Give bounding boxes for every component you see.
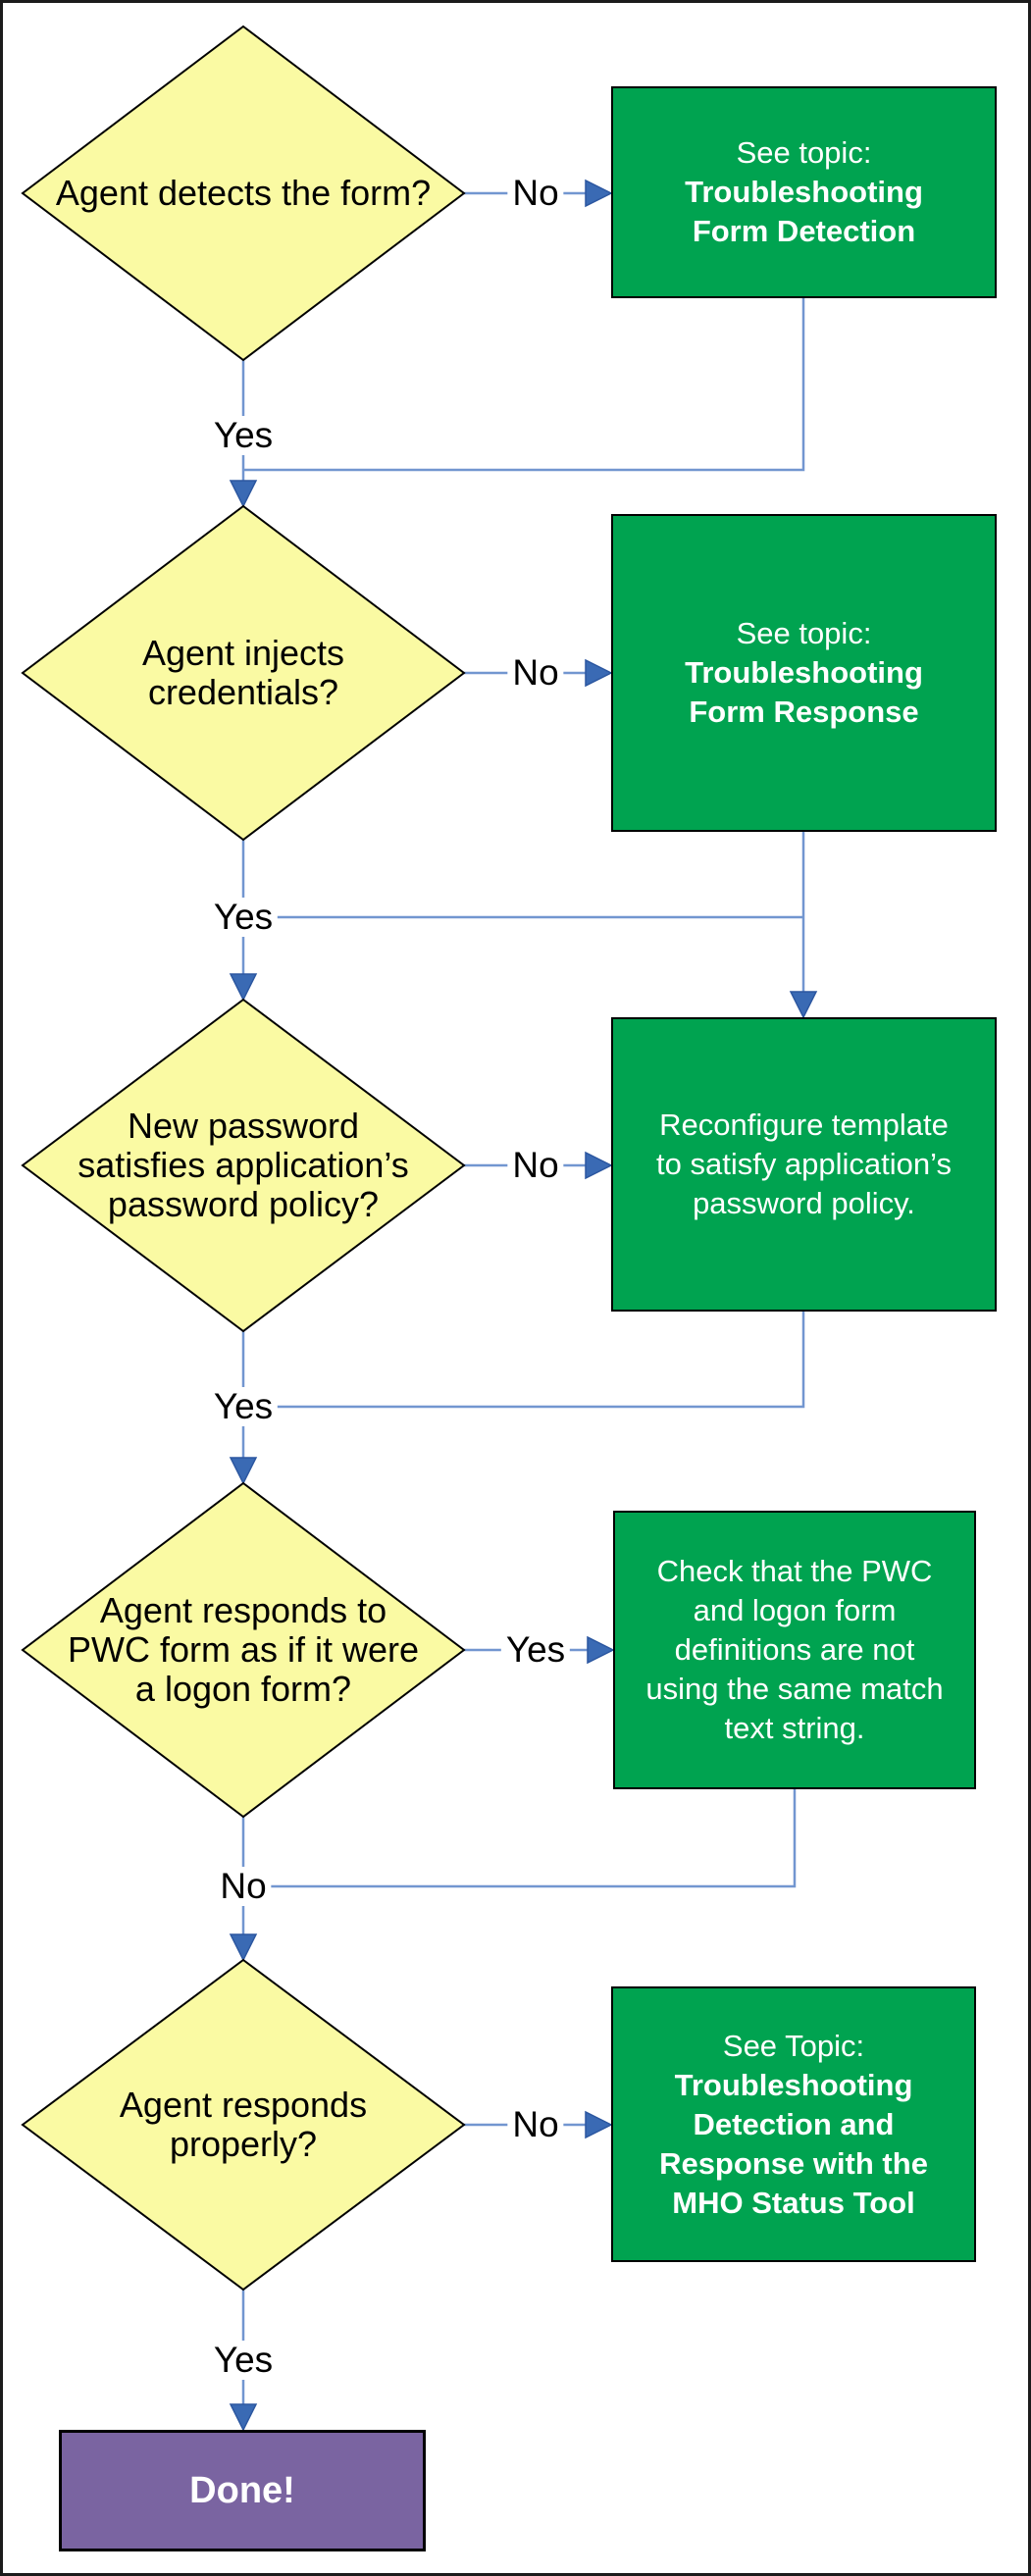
arrowhead-into-g3-top-icon <box>789 991 818 1019</box>
connector-g1-return-line <box>243 298 805 472</box>
decision-3-line: satisfies application’s <box>77 1145 409 1185</box>
decision-5-line: Agent responds <box>119 2085 368 2125</box>
decision-3-line: password policy? <box>107 1184 380 1224</box>
decision-1-text: Agent detects the form? <box>23 26 464 360</box>
decision-5-diamond <box>21 1958 466 2292</box>
action-intro-line: See topic: <box>736 135 872 170</box>
edge-label-d3-no: No <box>507 1146 564 1185</box>
action-topic-line: Detection and <box>693 2106 895 2141</box>
terminal-label: Done! <box>189 2469 295 2511</box>
action-topic-line: MHO Status Tool <box>672 2185 915 2220</box>
connector-g4-return-line <box>243 1789 797 1888</box>
action-topic-line: Response with the <box>659 2145 928 2181</box>
decision-2-text: Agent injects credentials? <box>23 506 464 840</box>
action-box-troubleshooting-mho-status-tool: See Topic: Troubleshooting Detection and… <box>611 1986 976 2262</box>
decision-4-line: Agent responds to <box>99 1590 387 1630</box>
arrowheads <box>229 179 818 2432</box>
edge-label-d3-yes: Yes <box>208 1387 279 1426</box>
decision-3-diamond <box>21 998 466 1333</box>
flowchart-shapes-layer <box>21 25 818 2432</box>
arrowhead-into-g3-icon <box>585 1151 613 1180</box>
action-line: using the same match <box>645 1672 944 1706</box>
action-topic-line: Form Detection <box>692 214 916 248</box>
connector-g3-return-line <box>243 1312 805 1409</box>
decision-5-line: properly? <box>169 2124 318 2164</box>
decision-shapes <box>21 25 466 2292</box>
action-topic-line: Troubleshooting <box>685 655 923 690</box>
arrowhead-into-g2-icon <box>585 658 613 688</box>
edge-label-d4-no: No <box>215 1867 272 1906</box>
action-line: Check that the PWC <box>656 1554 933 1588</box>
arrowhead-into-d3-icon <box>229 973 258 1002</box>
edge-label-d1-no: No <box>507 174 564 213</box>
edge-label-d5-no: No <box>507 2105 564 2144</box>
action-topic-line: Form Response <box>689 695 919 729</box>
action-line: Reconfigure template <box>659 1108 949 1142</box>
decision-1-line: Agent detects the form? <box>55 173 432 213</box>
arrowhead-into-d2-icon <box>229 480 258 508</box>
arrowhead-into-g5-icon <box>585 2110 613 2139</box>
arrowhead-into-g1-icon <box>585 179 613 208</box>
action-line: definitions are not <box>674 1632 915 1667</box>
action-line: password policy. <box>693 1186 915 1220</box>
action-box-reconfigure-template: Reconfigure template to satisfy applicat… <box>611 1017 997 1312</box>
arrowhead-into-done-icon <box>229 2403 258 2432</box>
action-box-troubleshooting-form-response: See topic: Troubleshooting Form Response <box>611 514 997 832</box>
decision-4-line: a logon form? <box>134 1669 352 1709</box>
decision-3-text: New password satisfies application’s pas… <box>23 1000 464 1331</box>
decision-4-diamond <box>21 1481 466 1819</box>
action-topic-line: Troubleshooting <box>685 175 923 209</box>
arrowhead-into-d5-icon <box>229 1933 258 1962</box>
decision-3-line: New password <box>127 1106 360 1146</box>
action-line: text string. <box>724 1711 865 1745</box>
action-intro-line: See Topic: <box>722 2028 865 2063</box>
action-intro-line: See topic: <box>736 616 872 650</box>
action-topic-line: Troubleshooting <box>674 2067 913 2102</box>
arrowhead-into-g4-icon <box>587 1635 615 1665</box>
decision-4-line: PWC form as if it were <box>67 1629 420 1670</box>
arrowhead-into-d4-icon <box>229 1457 258 1485</box>
decision-1-diamond <box>21 25 466 362</box>
decision-5-text: Agent responds properly? <box>23 1960 464 2290</box>
action-line: and logon form <box>693 1593 897 1627</box>
action-line: to satisfy application’s <box>656 1147 952 1181</box>
decision-2-diamond <box>21 504 466 842</box>
edge-label-d2-no: No <box>507 653 564 693</box>
action-box-check-match-text: Check that the PWC and logon form defini… <box>613 1511 976 1789</box>
edge-label-d1-yes: Yes <box>208 416 279 455</box>
edge-label-d2-yes: Yes <box>208 898 279 937</box>
decision-2-line: credentials? <box>147 672 339 712</box>
action-box-troubleshooting-form-detection: See topic: Troubleshooting Form Detectio… <box>611 86 997 298</box>
edge-label-d5-yes: Yes <box>208 2341 279 2380</box>
decision-2-line: Agent injects <box>141 633 345 673</box>
edge-label-d4-yes: Yes <box>500 1630 571 1670</box>
decision-4-text: Agent responds to PWC form as if it were… <box>23 1483 464 1817</box>
terminal-box-done: Done! <box>59 2430 426 2551</box>
